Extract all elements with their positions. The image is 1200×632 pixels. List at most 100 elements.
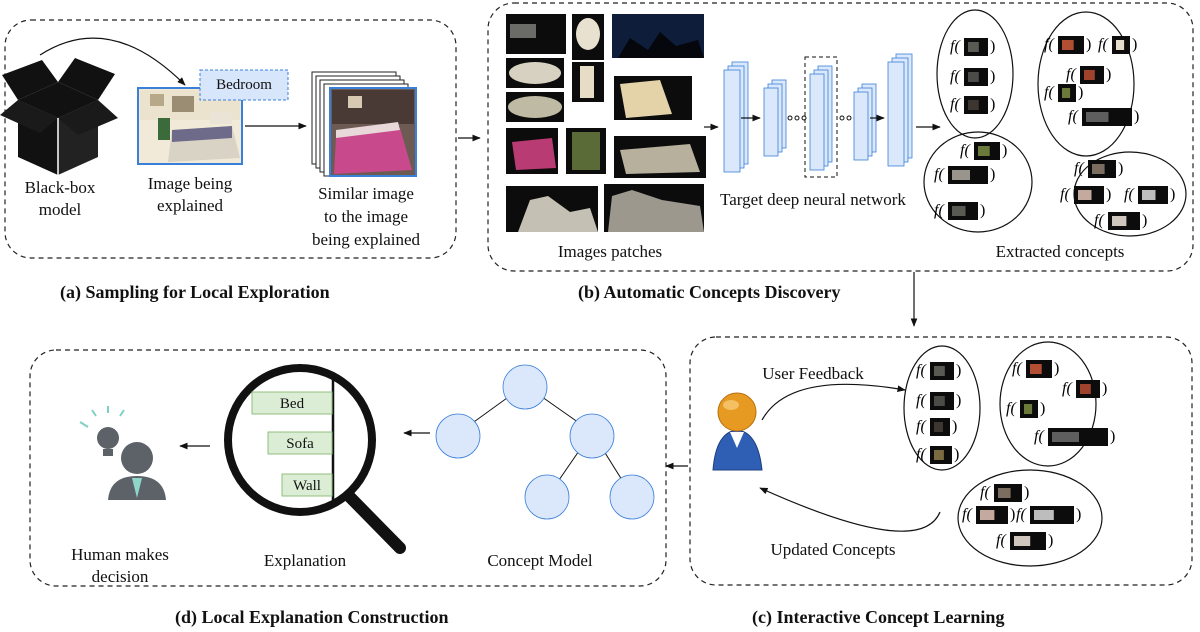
svg-text:): ) (1170, 186, 1175, 203)
image-patches (506, 14, 706, 232)
tree-node-left (435, 413, 481, 459)
svg-text:): ) (954, 446, 959, 463)
svg-text:): ) (956, 362, 961, 379)
svg-text:): ) (1076, 506, 1081, 523)
concept-func-symbol: f( (1062, 380, 1073, 397)
explanation-label: Explanation (263, 551, 347, 570)
concept-cluster (1037, 11, 1135, 157)
svg-text:): ) (1106, 186, 1111, 203)
similar-label-line2: to the image (323, 207, 409, 226)
svg-text:): ) (1048, 532, 1053, 549)
tree-node-root (502, 364, 548, 410)
svg-text:): ) (1132, 36, 1137, 53)
concept-func-symbol: f( (1074, 160, 1085, 177)
svg-text:): ) (956, 392, 961, 409)
svg-text:): ) (1040, 400, 1045, 417)
svg-text:): ) (1106, 66, 1111, 83)
human-idea-icon (79, 406, 166, 500)
bar-label-wall: Wall (293, 478, 321, 494)
svg-text:): ) (990, 68, 995, 85)
concept-func-symbol: f( (962, 506, 973, 523)
concept-func-symbol: f( (916, 446, 927, 463)
svg-text:): ) (1054, 360, 1059, 377)
concept-func-symbol: f( (1060, 186, 1071, 203)
svg-text:): ) (952, 418, 957, 435)
tree-node-right (569, 413, 615, 459)
similar-label-line1: Similar image (318, 184, 414, 203)
concept-func-symbol: f( (1016, 506, 1027, 523)
svg-text:): ) (1102, 380, 1107, 397)
panel-a-frame (4, 19, 457, 259)
svg-text:): ) (990, 166, 995, 183)
arrow-user-feedback (761, 383, 906, 421)
concepts-label: Extracted concepts (995, 242, 1125, 261)
concept-func-symbol: f( (950, 38, 961, 55)
similar-label-line3: being explained (311, 230, 421, 249)
concept-func-symbol: f( (916, 392, 927, 409)
concept-func-symbol: f( (1094, 212, 1105, 229)
similar-images-stack (311, 71, 417, 177)
concept-func-symbol: f( (1044, 84, 1055, 101)
svg-text:): ) (1134, 108, 1139, 125)
concept-model-label: Concept Model (487, 551, 593, 570)
concept-func-symbol: f( (934, 166, 945, 183)
concept-func-symbol: f( (1098, 36, 1109, 53)
concept-func-symbol: f( (1066, 66, 1077, 83)
svg-text:): ) (1086, 36, 1091, 53)
patches-label: Images patches (557, 242, 663, 261)
caption-panel-a: (a) Sampling for Local Exploration (60, 282, 330, 302)
tree-node-right-right (609, 474, 655, 520)
image-label-line2: explained (156, 196, 224, 215)
concept-cluster (957, 469, 1103, 567)
concept-model-tree (435, 364, 655, 520)
svg-text:): ) (1002, 142, 1007, 159)
concept-cluster (923, 131, 1033, 233)
concept-func-symbol: f( (1006, 400, 1017, 417)
tree-node-right-left (524, 474, 570, 520)
concept-func-symbol: f( (916, 418, 927, 435)
panel-c-frame (689, 336, 1193, 586)
network-label: Target deep neural network (720, 190, 906, 209)
svg-text:): ) (1118, 160, 1123, 177)
interactive-concept-clusters: f()f()f()f()f()f()f()f()f()f()f()f() (903, 341, 1115, 567)
arrow-box-to-image (39, 37, 186, 86)
magnifier-icon (224, 364, 406, 554)
svg-text:): ) (990, 38, 995, 55)
concept-func-symbol: f( (1012, 360, 1023, 377)
bar-label-sofa: Sofa (286, 436, 314, 452)
svg-text:): ) (1142, 212, 1147, 229)
concept-cluster (999, 341, 1097, 467)
concept-func-symbol: f( (1124, 186, 1135, 203)
neural-network (704, 53, 941, 178)
svg-text:): ) (980, 202, 985, 219)
bar-sofa (267, 431, 333, 455)
panel-b-frame (487, 2, 1194, 272)
concept-func-symbol: f( (950, 96, 961, 113)
svg-text:): ) (1078, 84, 1083, 101)
concept-func-symbol: f( (916, 362, 927, 379)
svg-text:): ) (990, 96, 995, 113)
bedroom-image (137, 87, 243, 165)
bar-bed (251, 391, 333, 415)
bar-wall (281, 473, 333, 497)
bedroom-tag (199, 69, 289, 101)
concept-func-symbol: f( (960, 142, 971, 159)
blackbox-label-line2: model (38, 200, 82, 219)
extracted-concept-clusters: f()f()f()f()f()f()f()f()f()f()f()f()f()f… (923, 9, 1187, 237)
svg-text:): ) (1010, 506, 1015, 523)
blackbox-label-line1: Black-box (24, 178, 96, 197)
concept-cluster (936, 9, 1014, 139)
concept-func-symbol: f( (1034, 428, 1045, 445)
concept-func-symbol: f( (1068, 108, 1079, 125)
caption-panel-b: (b) Automatic Concepts Discovery (578, 282, 841, 302)
feedback-label: User Feedback (762, 364, 864, 383)
arrow-updated-concepts (759, 487, 941, 532)
bedroom-tag-label: Bedroom (216, 77, 272, 93)
image-label-line1: Image being (147, 174, 233, 193)
concept-func-symbol: f( (934, 202, 945, 219)
svg-text:): ) (1024, 484, 1029, 501)
black-box-icon (0, 58, 118, 175)
caption-panel-c: (c) Interactive Concept Learning (752, 607, 1005, 627)
panel-d-frame (29, 349, 667, 587)
